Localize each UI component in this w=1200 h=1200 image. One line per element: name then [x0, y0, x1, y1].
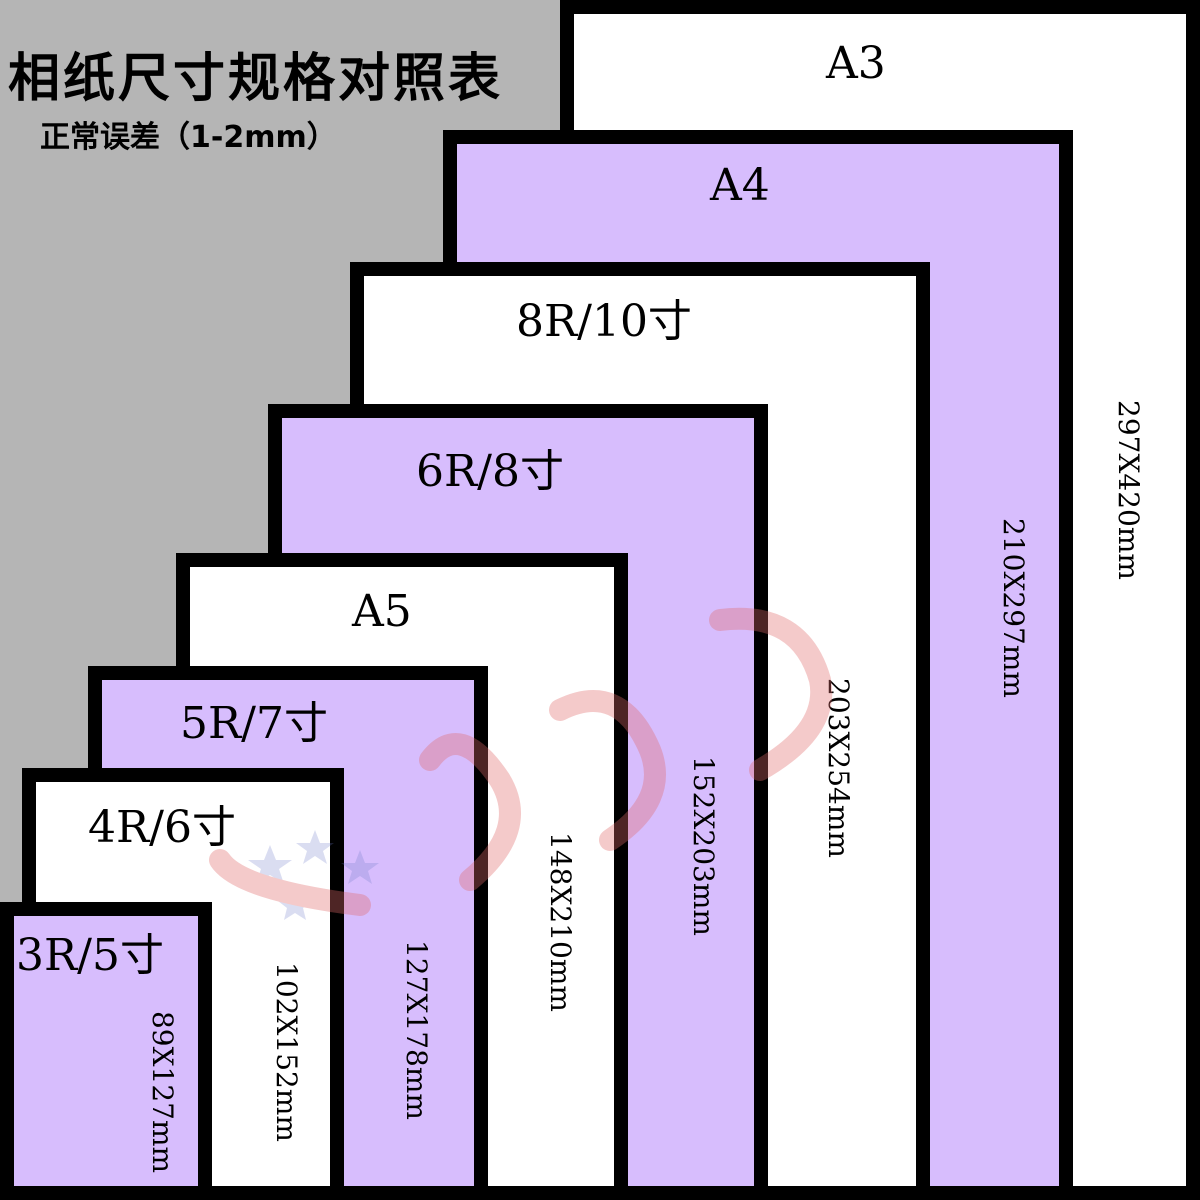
sheet-3r-size: 89X127mm: [146, 1010, 179, 1174]
sheet-6r-size: 152X203mm: [687, 756, 720, 936]
sheet-3r-label: 3R/5寸: [16, 930, 164, 981]
sheet-4r-size: 102X152mm: [270, 962, 303, 1142]
sheet-3r: [0, 902, 212, 1200]
sheet-a4-label: A4: [710, 160, 770, 211]
sheet-5r-size: 127X178mm: [400, 940, 433, 1120]
sheet-a3-label: A3: [826, 38, 886, 89]
sheet-a3-size: 297X420mm: [1112, 400, 1145, 580]
sheet-a5-size: 148X210mm: [544, 832, 577, 1012]
sheet-a4-size: 210X297mm: [997, 518, 1030, 698]
sheet-5r-label: 5R/7寸: [180, 698, 328, 749]
sheet-4r-label: 4R/6寸: [88, 802, 236, 853]
page-subtitle: 正常误差（1-2mm）: [40, 120, 337, 155]
sheet-6r-label: 6R/8寸: [416, 446, 564, 497]
page-title: 相纸尺寸规格对照表: [8, 49, 504, 109]
sheet-a5-label: A5: [352, 586, 412, 637]
sheet-8r-label: 8R/10寸: [516, 296, 692, 347]
sheet-8r-size: 203X254mm: [822, 678, 855, 858]
